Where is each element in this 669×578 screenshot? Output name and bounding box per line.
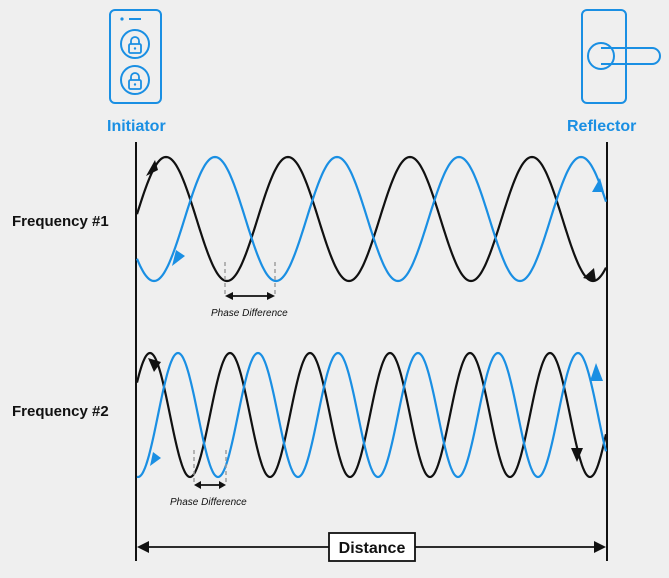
distance-label-box [328,532,416,562]
arrowhead-f1-reflector-black [583,268,596,281]
distance-label: Distance [339,540,406,557]
arrowhead-f2-reflector-black [571,448,583,462]
phase-difference-label-2: Phase Difference [170,497,247,508]
phase-difference-marker-2 [193,450,227,489]
arrowhead-f2-reflector-blue [590,363,603,381]
door-handle-icon [581,9,661,104]
arrowhead-f1-initiator-blue [172,250,185,266]
phase-difference-label-1: Phase Difference [211,308,288,319]
lock-icon [120,29,150,59]
frequency-1-reflected-wave [135,155,608,283]
phone-key-icon [109,9,162,104]
phase-difference-marker-1 [224,262,276,300]
arrowhead-f1-reflector-blue [592,178,604,192]
arrowhead-f1-initiator-black [146,160,158,176]
frequency-2-outgoing-wave [135,351,608,479]
frequency-2-label: Frequency #2 [12,403,109,420]
frequency-1-outgoing-wave [135,155,607,283]
frequency-2-reflected-wave [136,351,608,479]
frequency-1-label: Frequency #1 [12,213,109,230]
initiator-label: Initiator [107,118,166,135]
reflector-label: Reflector [567,118,636,135]
lock-icon [120,65,150,95]
arrowhead-f2-initiator-blue [150,452,161,466]
arrowhead-f2-initiator-black [148,358,161,372]
